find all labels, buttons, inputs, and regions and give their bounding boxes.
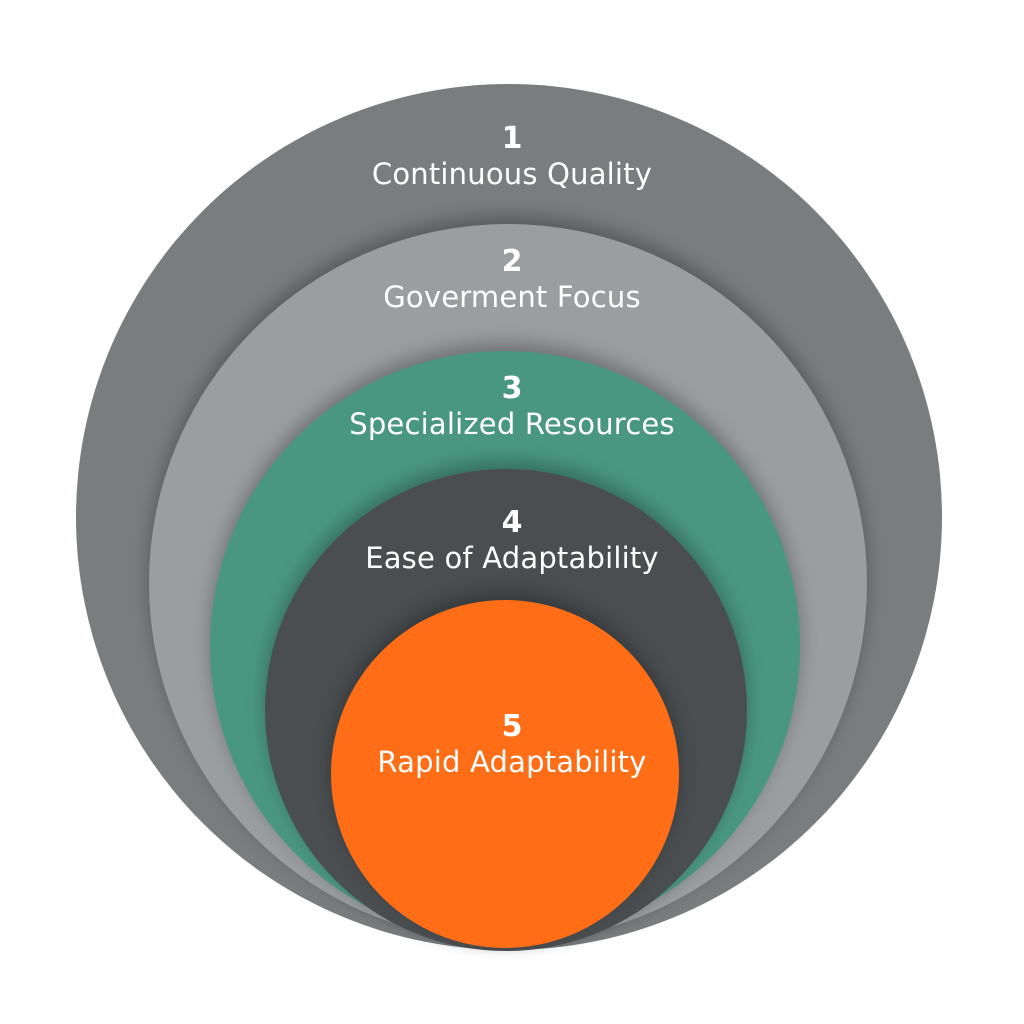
ring-1-number: 1	[501, 121, 523, 156]
ring-2-label: 2 Goverment Focus	[0, 247, 1024, 312]
ring-3-text: Specialized Resources	[349, 407, 675, 441]
ring-3-label: 3 Specialized Resources	[0, 374, 1024, 439]
ring-5-text: Rapid Adaptability	[377, 745, 647, 779]
ring-4-number: 4	[501, 505, 523, 540]
ring-5-circle	[331, 600, 679, 948]
ring-1-label: 1 Continuous Quality	[0, 124, 1024, 189]
ring-2-number: 2	[501, 244, 523, 279]
ring-4-text: Ease of Adaptability	[365, 541, 659, 575]
ring-2-text: Goverment Focus	[383, 280, 641, 314]
ring-3-number: 3	[501, 371, 523, 406]
ring-5-label: 5 Rapid Adaptability	[0, 712, 1024, 777]
ring-4-label: 4 Ease of Adaptability	[0, 508, 1024, 573]
ring-1-text: Continuous Quality	[371, 157, 653, 191]
ring-5-number: 5	[501, 709, 523, 744]
